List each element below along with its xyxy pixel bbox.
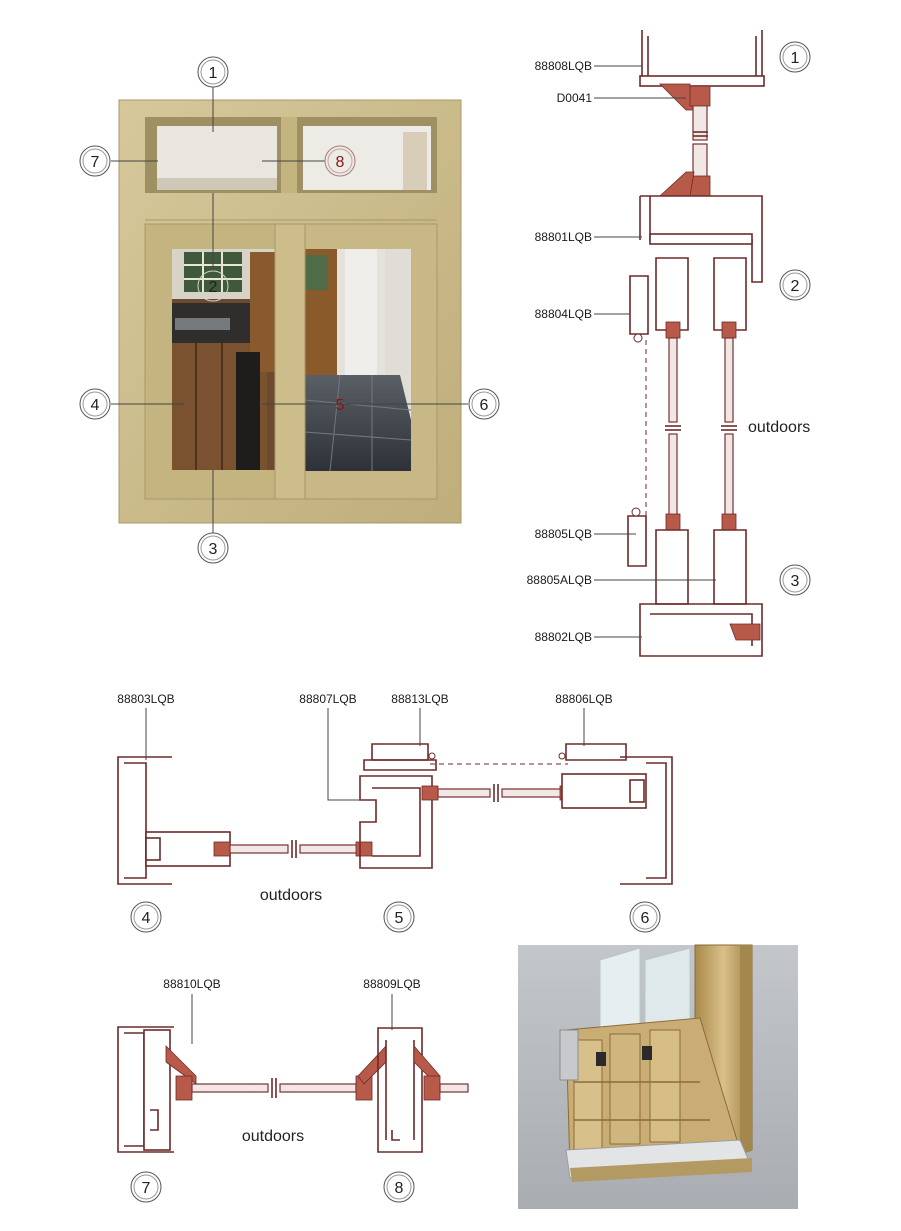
svg-text:6: 6 (641, 910, 650, 927)
label-88806lqb: 88806LQB (555, 692, 612, 706)
callout-2: 2 (197, 270, 229, 302)
callout-3: 3 (197, 532, 229, 564)
callout-7: 7 (79, 145, 111, 177)
svg-text:1: 1 (209, 65, 218, 82)
label-88810lqb: 88810LQB (163, 977, 220, 991)
callout-8: 8 (324, 145, 356, 177)
label-88805alqb: 88805ALQB (527, 573, 592, 587)
label-d0041: D0041 (557, 91, 593, 105)
left-glass-scene (172, 249, 275, 470)
profile-3d-render (518, 944, 798, 1209)
callout-5-section: 5 (383, 901, 415, 933)
callout-4: 4 (79, 388, 111, 420)
label-88813lqb: 88813LQB (391, 692, 448, 706)
right-glass-scene (304, 249, 412, 472)
callout-4-section: 4 (130, 901, 162, 933)
callout-5: 5 (336, 397, 345, 414)
svg-text:5: 5 (395, 910, 404, 927)
svg-text:4: 4 (142, 910, 151, 927)
label-88801lqb: 88801LQB (535, 230, 592, 244)
outdoors-label-horizontal: outdoors (260, 887, 322, 904)
window-photo (118, 99, 462, 524)
horizontal-section (117, 743, 673, 885)
callout-1: 1 (197, 56, 229, 88)
callout-2-section: 2 (779, 269, 811, 301)
svg-text:7: 7 (91, 154, 100, 171)
label-88809lqb: 88809LQB (363, 977, 420, 991)
svg-text:5: 5 (336, 397, 345, 414)
label-88802lqb: 88802LQB (535, 630, 592, 644)
svg-text:7: 7 (142, 1180, 151, 1197)
svg-text:4: 4 (91, 397, 100, 414)
transom-section (117, 1026, 469, 1153)
callout-6-section: 6 (629, 901, 661, 933)
vertical-section (627, 30, 765, 657)
svg-text:8: 8 (336, 154, 345, 171)
label-88808lqb: 88808LQB (535, 59, 592, 73)
svg-text:8: 8 (395, 1180, 404, 1197)
callout-7-section: 7 (130, 1171, 162, 1203)
label-88807lqb: 88807LQB (299, 692, 356, 706)
svg-text:1: 1 (791, 50, 800, 67)
outdoors-label-vertical: outdoors (748, 419, 810, 436)
svg-text:6: 6 (480, 397, 489, 414)
outdoors-label-transom: outdoors (242, 1128, 304, 1145)
label-88803lqb: 88803LQB (117, 692, 174, 706)
svg-text:2: 2 (791, 278, 800, 295)
callout-6: 6 (468, 388, 500, 420)
label-88804lqb: 88804LQB (535, 307, 592, 321)
callout-3-section: 3 (779, 564, 811, 596)
callout-8-section: 8 (383, 1171, 415, 1203)
svg-text:3: 3 (209, 541, 218, 558)
vertical-section-labels: 88808LQB D0041 88801LQB 88804LQB 88805LQ… (527, 59, 811, 644)
svg-text:2: 2 (209, 279, 218, 296)
photo-callout-leaders (111, 87, 468, 533)
transom-section-labels: 88810LQB 88809LQB outdoors (163, 977, 420, 1145)
svg-text:3: 3 (791, 573, 800, 590)
callout-1-section: 1 (779, 41, 811, 73)
label-88805lqb: 88805LQB (535, 527, 592, 541)
horizontal-section-labels: 88803LQB 88807LQB 88813LQB 88806LQB outd… (117, 692, 612, 904)
